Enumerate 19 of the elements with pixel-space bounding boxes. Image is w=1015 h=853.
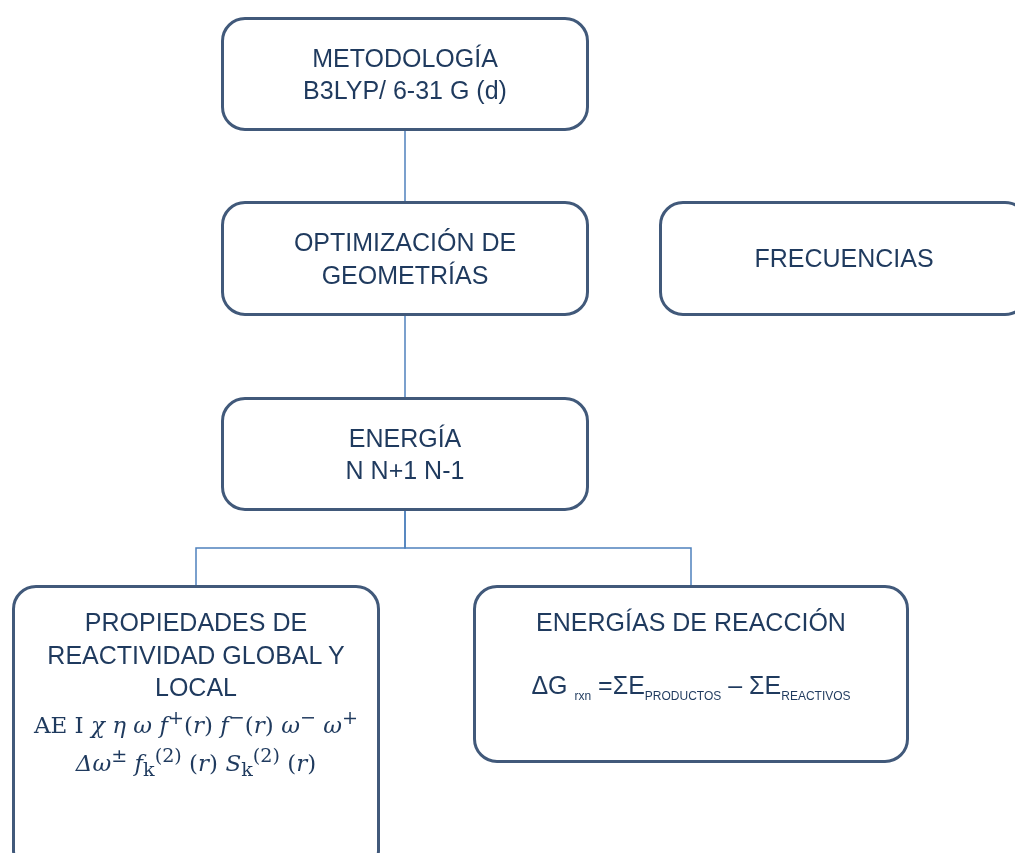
formula-text: AE I χ η ω f$^{+}$(r) f$^{−}$(r) ω$^{−}$ ω$^{+}$ Δω$^{±}$ f$_{k}$$^{(2)}$ (r) S$_{k}$$^{(2)}$ (r) xyxy=(32,704,360,783)
node-label: ENERGÍAS DE REACCIÓN xyxy=(536,607,846,638)
node-label: FRECUENCIAS xyxy=(754,243,934,275)
process-box xyxy=(12,585,380,853)
node-label: PROPIEDADES DE REACTIVIDAD GLOBAL Y LOCAL xyxy=(46,607,346,703)
node-text: B3LYP/ 6-31 G (d) xyxy=(303,75,507,106)
equation-text: ΔG $_{rxn}$ =ΣE$_{PRODUCTOS}$ – ΣE$_{REACTIVOS}$ xyxy=(531,669,851,705)
connector-line xyxy=(404,130,406,202)
connector-line xyxy=(404,510,692,586)
connector-line xyxy=(404,315,406,398)
node-label: OPTIMIZACIÓN DE GEOMETRÍAS xyxy=(292,227,518,291)
process-box xyxy=(221,397,589,511)
node-label: ENERGÍA xyxy=(348,422,462,454)
process-box xyxy=(473,585,909,763)
node-text: N N+1 N-1 xyxy=(345,455,465,486)
process-box xyxy=(659,201,1015,316)
process-box xyxy=(221,201,589,316)
node-label: METODOLOGÍA xyxy=(312,42,498,74)
process-box xyxy=(221,17,589,131)
